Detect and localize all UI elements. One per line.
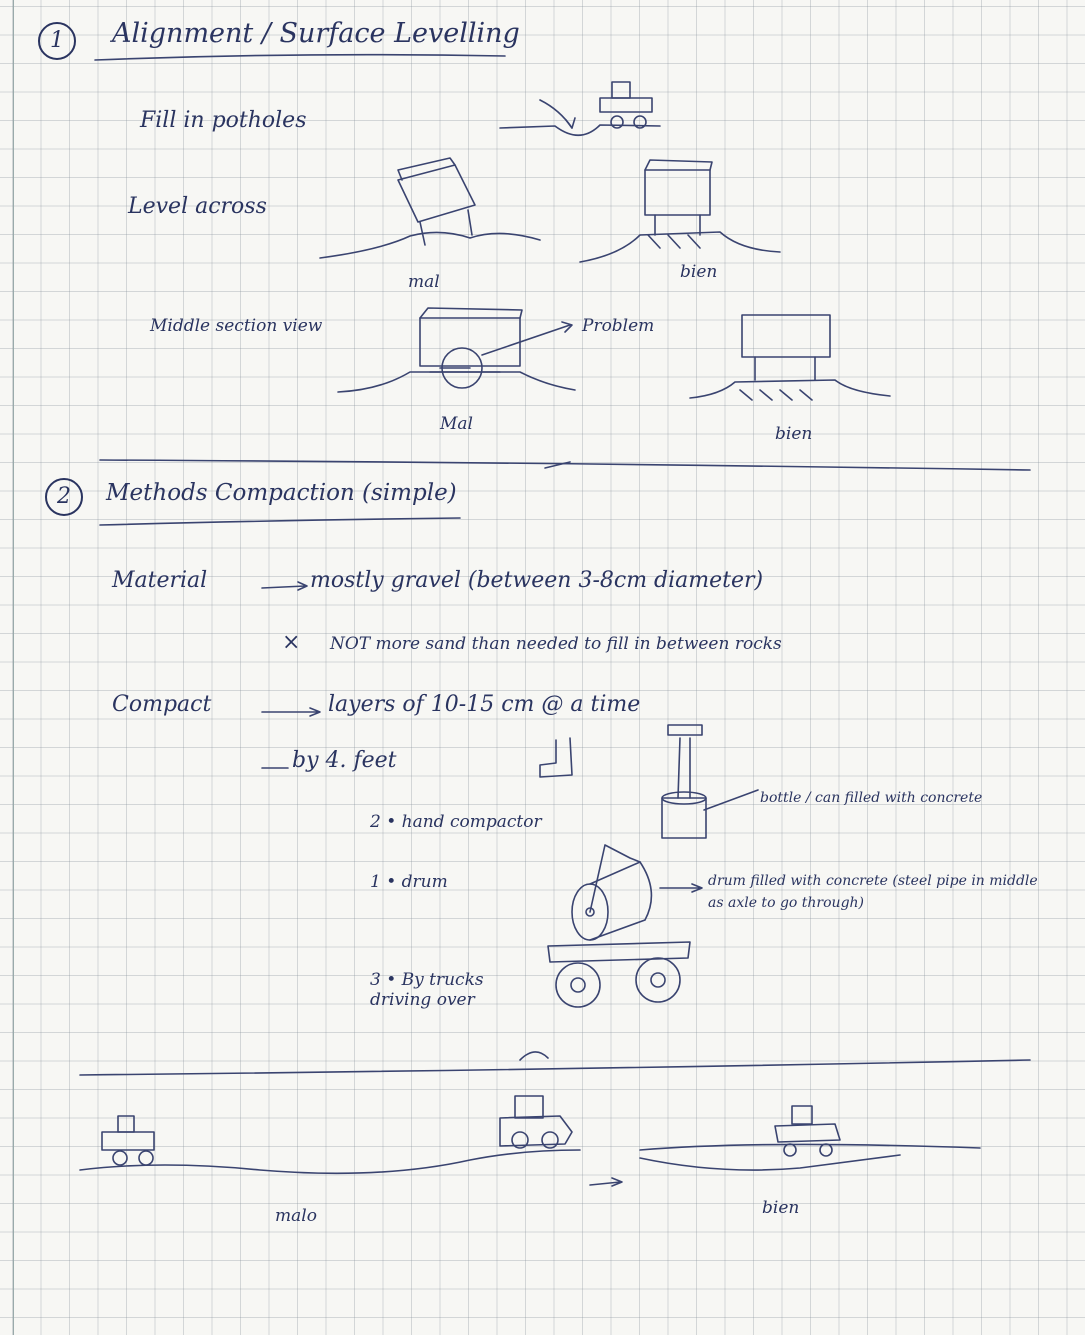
bottom-label-good: bien [762,1198,800,1218]
middle-section-bad-sketch [337,307,576,393]
bottle-note: bottle / can filled with concrete [760,790,983,806]
method-feet: by 4. feet [292,748,397,773]
page-margin-line [13,0,14,1335]
bottle-compactor-sketch [661,724,759,839]
method-hand-compactor: 2 • hand compactor [370,812,542,832]
drum-roller-sketch [571,844,703,941]
level-across-bad-sketch [319,157,541,259]
bottom-vehicle-middle [499,1095,573,1149]
problem-label: Problem [582,316,655,336]
section-1-underline [94,53,506,61]
material-detail: mostly gravel (between 3-8cm diameter) [310,568,764,593]
level-across-good-sketch [579,159,781,263]
middle-section-label-bad: Mal [440,414,473,434]
bottom-terrain-sketch [79,1143,981,1187]
material-arrow [261,581,308,591]
bullet-middle-section: Middle section view [150,316,323,336]
section-2-underline [99,517,461,526]
bottom-vehicle-left [101,1115,155,1166]
method-trucks: 3 • By trucks driving over [370,970,484,1010]
material-note: NOT more sand than needed to fill in bet… [330,634,782,654]
bullet-fill-potholes: Fill in potholes [140,108,307,133]
middle-section-label-good: bien [775,424,813,444]
bottom-label-bad: malo [275,1206,317,1226]
drum-note: drum filled with concrete (steel pipe in… [708,873,1038,911]
section-2-title: Methods Compaction (simple) [106,480,457,506]
section-divider [99,459,1031,471]
section-2-number: 2 [45,478,83,516]
level-across-label-bad: mal [408,272,440,292]
bullet-level-across: Level across [128,194,267,219]
truck-wheels-sketch [547,941,691,1008]
material-label: Material [112,568,208,593]
section-1-title: Alignment / Surface Levelling [112,18,520,49]
level-across-label-good: bien [680,262,718,282]
section-1-number: 1 [38,22,76,60]
middle-section-good-sketch [689,314,891,401]
method-drum: 1 • drum [370,872,448,892]
foot-sketch [539,737,573,778]
bottom-vehicle-right [774,1105,841,1157]
pothole-sketch [499,81,661,137]
note-marker: × [282,630,301,655]
compact-arrow [261,707,321,717]
bottom-separator [79,1059,1031,1076]
compact-detail: layers of 10-15 cm @ a time [328,692,641,717]
compact-label: Compact [112,692,212,717]
